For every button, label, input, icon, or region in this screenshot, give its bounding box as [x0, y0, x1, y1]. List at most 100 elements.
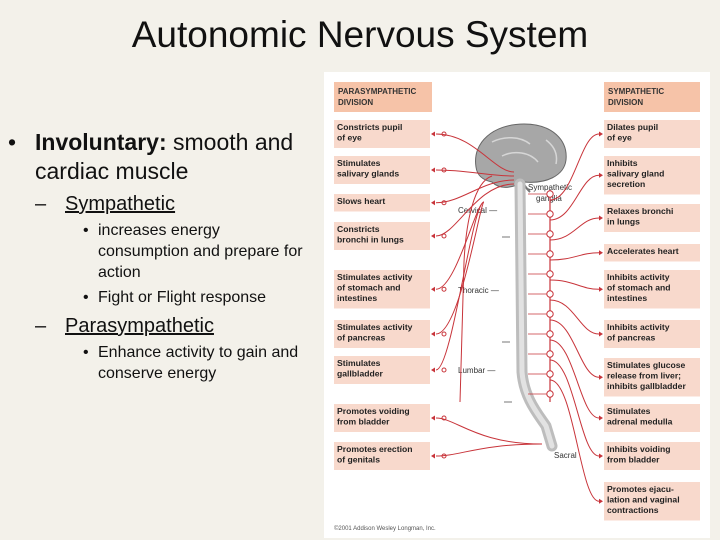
effect-box-text: of eye — [337, 133, 362, 143]
nerve-arrowhead — [431, 453, 435, 459]
bullet-dot: • — [83, 289, 89, 306]
effect-box-bg — [604, 120, 700, 148]
effect-box-text: Promotes voiding — [337, 406, 410, 416]
nerve-arrowhead — [599, 331, 603, 337]
sympathetic-ganglion — [546, 230, 554, 238]
nerve-fiber — [549, 252, 600, 261]
effect-box-text: secretion — [607, 179, 645, 189]
effect-box-bg — [334, 222, 430, 250]
sub-sub-bullet: •increases energy consumption and prepar… — [73, 220, 308, 283]
sympathetic-ganglion — [546, 390, 554, 398]
nerve-fiber — [549, 174, 600, 221]
parasympathetic-effect-box: Slows heart — [334, 194, 430, 212]
effect-box-text: lation and vaginal — [607, 495, 680, 505]
effect-box-text: salivary glands — [337, 169, 399, 179]
effect-box-bg — [604, 270, 700, 309]
effect-box-text: inhibits gallbladder — [607, 381, 686, 391]
effect-box-text: Inhibits — [607, 158, 638, 168]
effect-box-text: Promotes erection — [337, 444, 412, 454]
sympathetic-ganglion — [546, 270, 554, 278]
effect-box-bg — [334, 194, 430, 212]
sympathetic-ganglion — [546, 350, 554, 358]
terminal-ganglion — [441, 331, 447, 337]
nerve-arrowhead — [431, 167, 435, 173]
effect-box-bg — [604, 156, 700, 195]
bullet-text: increases energy consumption and prepare… — [98, 222, 303, 281]
effect-box-text: Dilates pupil — [607, 122, 658, 132]
bullet-dot: • — [8, 129, 17, 155]
thoracic-label: Thoracic — — [458, 286, 499, 295]
effect-box-text: of stomach and — [337, 283, 401, 293]
effect-box-text: Inhibits voiding — [607, 444, 671, 454]
effect-box-text: Accelerates heart — [607, 246, 679, 256]
nerve-arrowhead — [599, 172, 603, 178]
nerve-arrowhead — [431, 367, 435, 373]
effect-box-bg — [604, 204, 700, 232]
nerve-fiber — [435, 201, 485, 335]
sympathetic-effect-box: Accelerates heart — [604, 244, 700, 262]
ganglia-label: ganglia — [536, 194, 562, 203]
sympathetic-ganglion — [546, 330, 554, 338]
effect-box-bg — [604, 482, 700, 521]
parasympathetic-header-line: PARASYMPATHETIC — [338, 87, 416, 96]
effect-box-text: Stimulates activity — [337, 322, 413, 332]
sympathetic-label: Sympathetic — [65, 193, 176, 215]
sympathetic-header-line: DIVISION — [608, 98, 643, 107]
segment-ticks — [502, 236, 512, 403]
effect-box-text: of pancreas — [337, 333, 385, 343]
nerve-fiber — [435, 179, 515, 204]
nerve-fiber — [435, 201, 485, 371]
effect-box-bg — [604, 404, 700, 432]
terminal-ganglion — [441, 453, 447, 459]
effect-box-bg — [334, 320, 430, 348]
effect-box-bg — [604, 320, 700, 348]
bullet-involuntary: •Involuntary: smooth and cardiac muscle — [8, 128, 308, 186]
sacral-label: Sacral — [554, 451, 577, 460]
effect-box-text: Stimulates — [607, 406, 651, 416]
effect-box-bg — [334, 120, 430, 148]
effect-box-bg — [604, 442, 700, 470]
slide-title: Autonomic Nervous System — [131, 14, 589, 55]
effect-box-text: Stimulates — [337, 358, 381, 368]
nerve-fiber — [549, 279, 600, 290]
nerve-fiber — [549, 319, 600, 378]
effect-box-bg — [604, 244, 700, 262]
nerve-paths — [431, 131, 603, 504]
nerve-fiber — [549, 379, 600, 502]
bullet-dash: – — [35, 315, 47, 337]
effect-box-text: of genitals — [337, 455, 380, 465]
nerve-arrowhead — [599, 215, 603, 221]
nerve-arrowhead — [599, 453, 603, 459]
effect-box-text: from bladder — [337, 417, 390, 427]
effect-box-bg — [604, 358, 700, 397]
effect-box-text: Inhibits activity — [607, 322, 670, 332]
effect-box-text: in lungs — [607, 217, 640, 227]
terminal-ganglion — [441, 200, 447, 206]
effect-box-text: Constricts pupil — [337, 122, 402, 132]
terminal-ganglion — [441, 233, 447, 239]
lumbar-label: Lumbar — — [458, 366, 495, 375]
bullet-dot: • — [83, 344, 89, 361]
terminal-ganglion — [441, 286, 447, 292]
sympathetic-ganglion — [546, 210, 554, 218]
effect-box-text: from bladder — [607, 455, 660, 465]
sympathetic-header-bg — [604, 82, 700, 112]
effect-box-text: bronchi in lungs — [337, 235, 404, 245]
nerve-arrowhead — [599, 286, 603, 292]
sub-bullet-sympathetic: –Sympathetic — [35, 192, 308, 216]
nerve-arrowhead — [599, 374, 603, 380]
terminal-ganglion — [441, 167, 447, 173]
nerve-fiber — [435, 133, 515, 173]
nerve-fiber — [435, 417, 543, 445]
nerve-arrowhead — [431, 131, 435, 137]
nerve-fiber — [549, 217, 600, 241]
bullet-text: smooth and cardiac muscle — [35, 129, 294, 184]
